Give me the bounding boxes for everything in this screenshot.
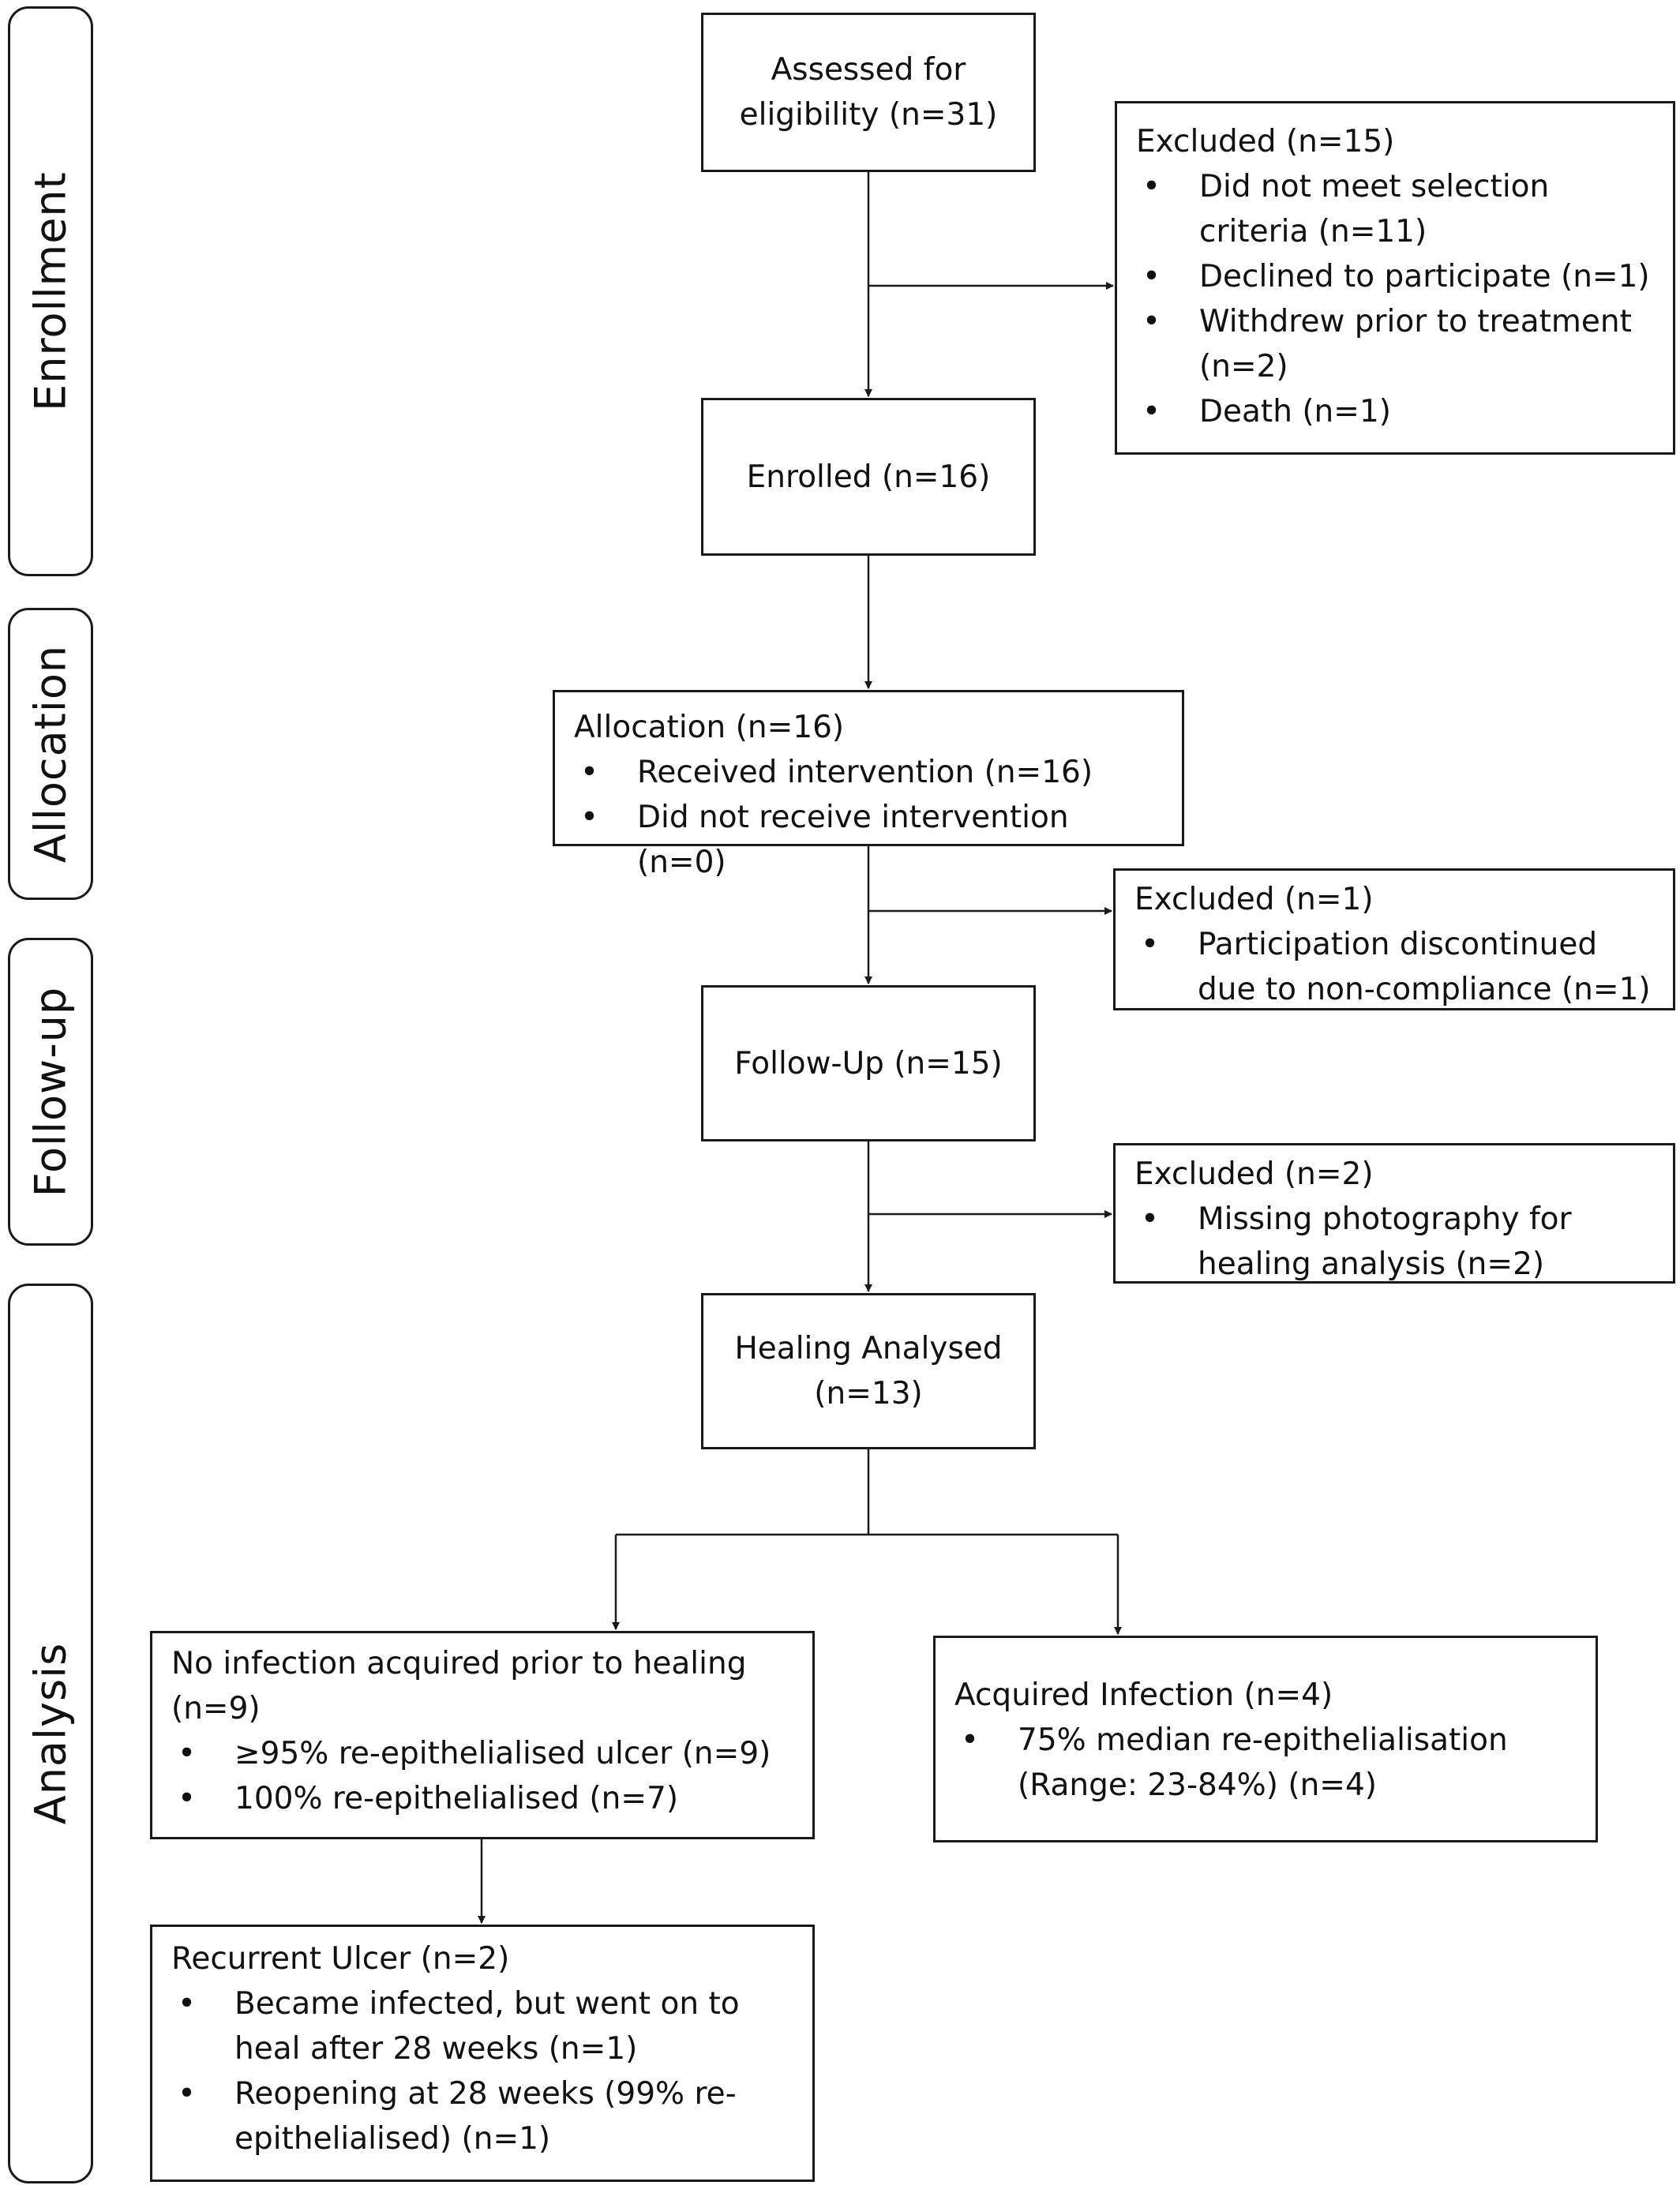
followup-box: Follow-Up (n=15)	[701, 985, 1036, 1141]
assessed-line1: Assessed for	[771, 52, 966, 88]
healing-line1: Healing Analysed	[734, 1331, 1003, 1366]
allocation-item: Did not receive intervention (n=0)	[574, 795, 1164, 885]
enrolled-label: Enrolled (n=16)	[746, 459, 991, 495]
phase-allocation: Allocation	[8, 608, 93, 900]
assessed-line2: eligibility (n=31)	[739, 97, 998, 133]
healing-line2: (n=13)	[814, 1376, 923, 1411]
excluded-box-1: Excluded (n=15) Did not meet selection c…	[1115, 101, 1675, 455]
allocation-item: Received intervention (n=16)	[574, 750, 1164, 795]
allocation-list: Received intervention (n=16) Did not rec…	[574, 750, 1164, 885]
excluded-1-header: Excluded (n=15)	[1136, 124, 1395, 159]
phase-analysis: Analysis	[8, 1284, 93, 2183]
excluded-1-item: Did not meet selection criteria (n=11)	[1136, 164, 1656, 254]
acquired-infection-header: Acquired Infection (n=4)	[954, 1677, 1333, 1713]
recurrent-ulcer-header: Recurrent Ulcer (n=2)	[171, 1941, 510, 1977]
no-infection-header: No infection acquired prior to healing (…	[171, 1646, 747, 1726]
excluded-2-list: Participation discontinued due to non-co…	[1134, 922, 1656, 1012]
followup-label: Follow-Up (n=15)	[734, 1045, 1003, 1081]
phase-enrollment: Enrollment	[8, 6, 93, 576]
recurrent-ulcer-item: Became infected, but went on to heal aft…	[171, 1981, 795, 2071]
no-infection-box: No infection acquired prior to healing (…	[150, 1631, 815, 1839]
excluded-3-item: Missing photography for healing analysis…	[1134, 1197, 1656, 1287]
excluded-3-list: Missing photography for healing analysis…	[1134, 1197, 1656, 1287]
allocation-header: Allocation (n=16)	[574, 710, 845, 745]
no-infection-item: 100% re-epithelialised (n=7)	[171, 1776, 795, 1821]
excluded-1-item: Declined to participate (n=1)	[1136, 254, 1656, 299]
assessed-box: Assessed for eligibility (n=31)	[701, 13, 1036, 172]
phase-followup: Follow-up	[8, 938, 93, 1246]
excluded-1-list: Did not meet selection criteria (n=11) D…	[1136, 164, 1656, 434]
enrolled-box: Enrolled (n=16)	[701, 398, 1036, 556]
recurrent-ulcer-item: Reopening at 28 weeks (99% re-epithelial…	[171, 2071, 795, 2161]
acquired-infection-item: 75% median re-epithelialisation (Range: …	[954, 1718, 1578, 1808]
recurrent-ulcer-box: Recurrent Ulcer (n=2) Became infected, b…	[150, 1925, 815, 2182]
excluded-1-item: Death (n=1)	[1136, 389, 1656, 434]
allocation-box: Allocation (n=16) Received intervention …	[553, 690, 1184, 880]
healing-analysed-box: Healing Analysed (n=13)	[701, 1293, 1036, 1449]
acquired-infection-list: 75% median re-epithelialisation (Range: …	[954, 1718, 1578, 1808]
excluded-2-item: Participation discontinued due to non-co…	[1134, 922, 1656, 1012]
no-infection-list: ≥95% re-epithelialised ulcer (n=9) 100% …	[171, 1731, 795, 1821]
acquired-infection-box: Acquired Infection (n=4) 75% median re-e…	[933, 1636, 1598, 1842]
excluded-3-header: Excluded (n=2)	[1134, 1156, 1374, 1192]
excluded-box-2: Excluded (n=1) Participation discontinue…	[1113, 868, 1675, 1010]
excluded-1-item: Withdrew prior to treatment (n=2)	[1136, 299, 1656, 389]
no-infection-item: ≥95% re-epithelialised ulcer (n=9)	[171, 1731, 795, 1776]
excluded-2-header: Excluded (n=1)	[1134, 882, 1374, 917]
recurrent-ulcer-list: Became infected, but went on to heal aft…	[171, 1981, 795, 2161]
excluded-box-3: Excluded (n=2) Missing photography for h…	[1113, 1143, 1675, 1284]
